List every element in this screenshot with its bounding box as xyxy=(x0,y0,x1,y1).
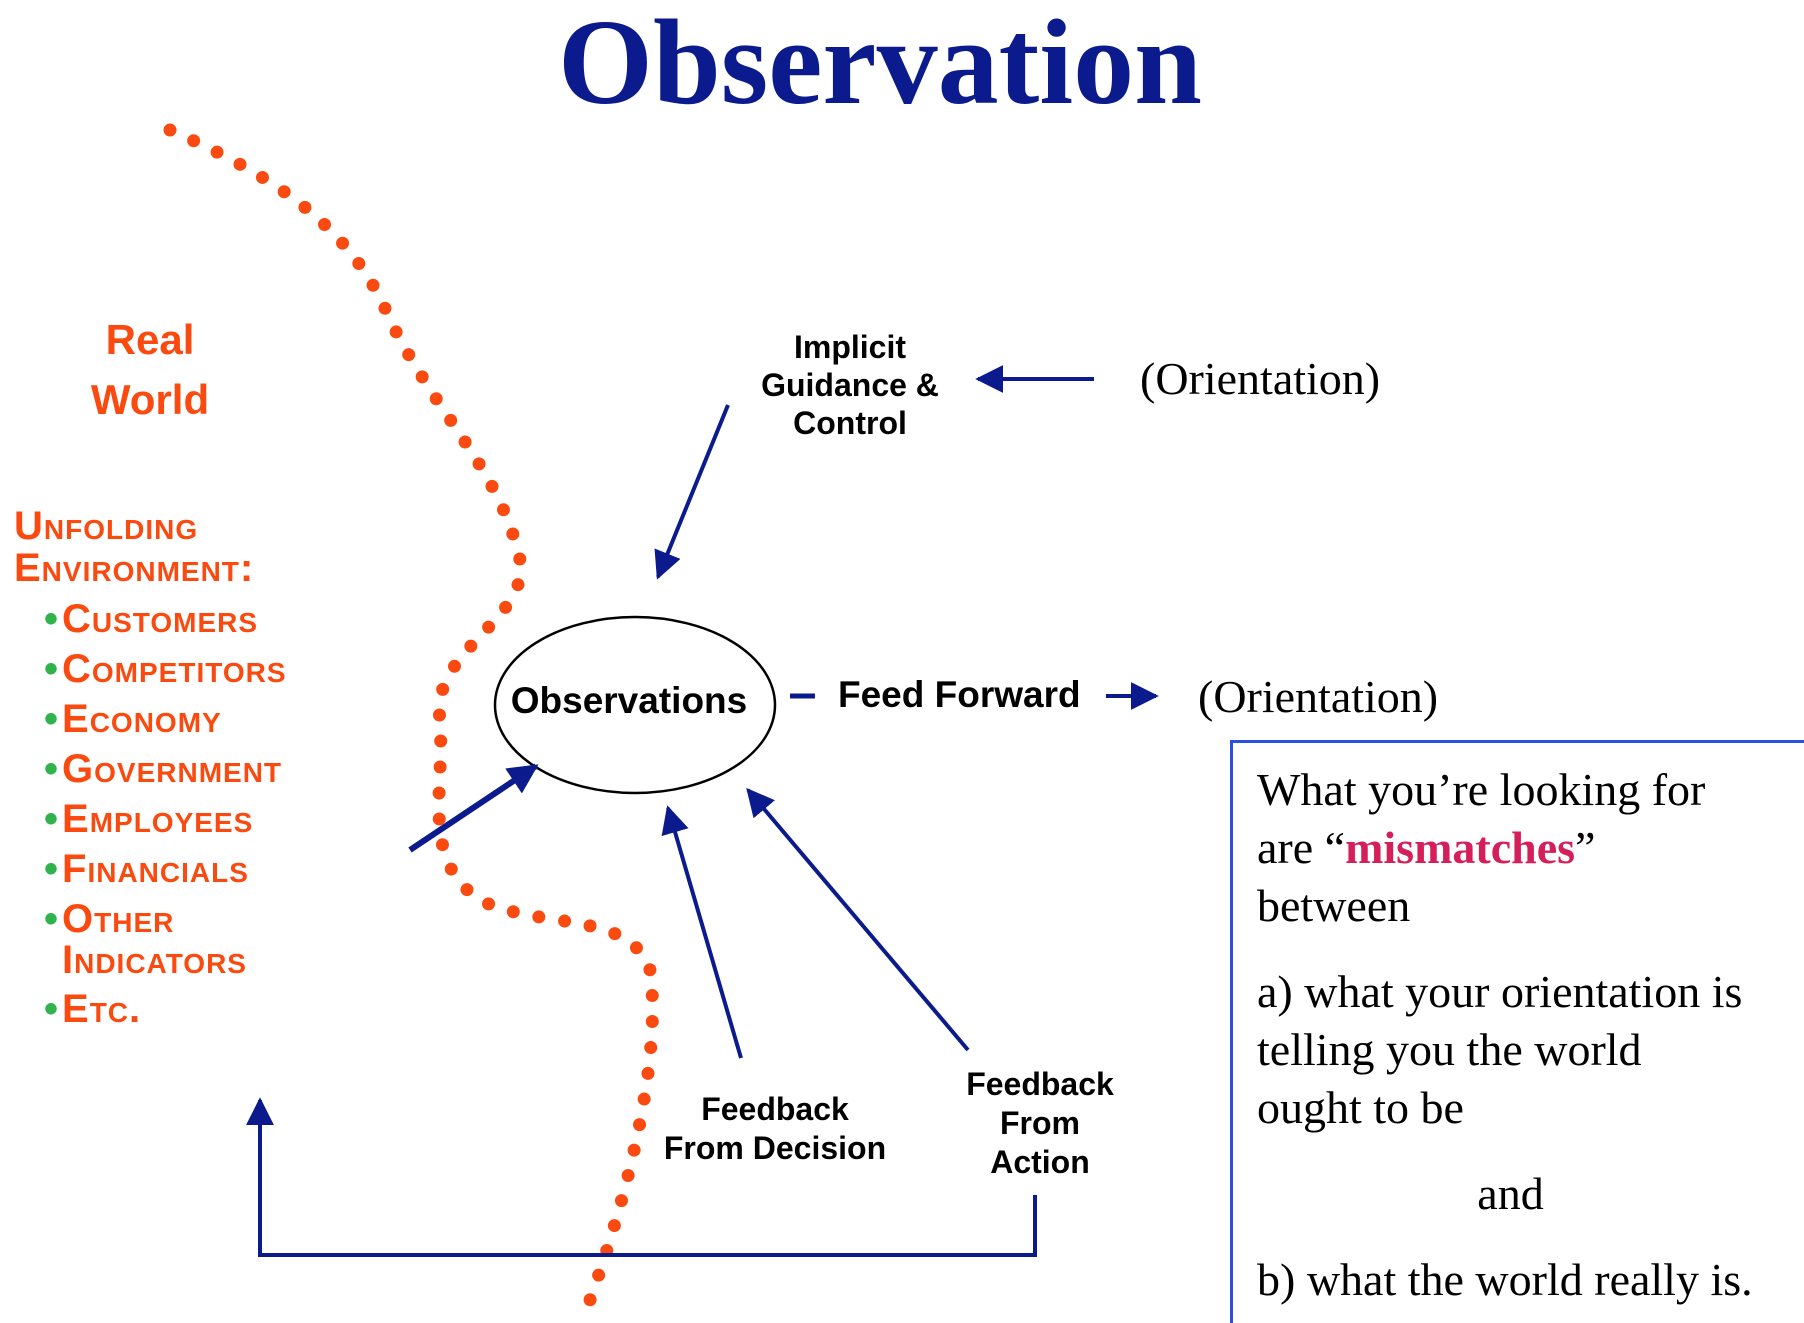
env-item-employees: •Employees xyxy=(44,797,254,841)
env-heading-line1: Unfolding xyxy=(14,504,199,548)
textbox-para-b: b) what the world really is. xyxy=(1257,1254,1753,1305)
env-item-indicators: Indicators xyxy=(62,938,247,982)
env-item-economy: •Economy xyxy=(44,697,222,741)
bullet-icon: • xyxy=(44,797,59,841)
env-heading-line2: Environment: xyxy=(14,546,255,590)
unfolding-environment-heading: Unfolding Environment: xyxy=(14,505,254,589)
implicit-guidance-arrow xyxy=(654,404,730,580)
env-item-financials: •Financials xyxy=(44,847,249,891)
real-world-line2: World xyxy=(90,376,210,423)
feedback-from-decision-label: Feedback From Decision xyxy=(663,1091,887,1166)
feedback-decision-arrow xyxy=(661,805,743,1059)
orientation-top-label: (Orientation) xyxy=(1140,353,1381,404)
real-world-boundary-dotted-line xyxy=(163,123,659,1307)
textbox-line1: What you’re looking for xyxy=(1257,764,1706,815)
env-item-other: •Other xyxy=(44,897,175,941)
orientation-right-label: (Orientation) xyxy=(1198,671,1439,722)
env-item-competitors: •Competitors xyxy=(44,647,287,691)
textbox-line2: are “mismatches” xyxy=(1257,822,1596,873)
real-world-to-observations-arrow xyxy=(408,763,539,853)
mismatch-explanation-box: What you’re looking for are “mismatches”… xyxy=(1230,740,1804,1323)
bullet-icon: • xyxy=(44,847,59,891)
feedback-action-arrow xyxy=(746,787,970,1052)
textbox-para-a-line3: ought to be xyxy=(1257,1082,1464,1133)
bullet-icon: • xyxy=(44,747,59,791)
implicit-guidance-label: Implicit Guidance & Control xyxy=(761,329,939,441)
observations-label: Observations xyxy=(510,680,748,721)
textbox-and: and xyxy=(1477,1168,1544,1219)
page-title: Observation xyxy=(558,0,1202,130)
bullet-icon: • xyxy=(44,697,59,741)
textbox-line3: between xyxy=(1257,880,1411,931)
textbox-para-a-line2: telling you the world xyxy=(1257,1024,1642,1075)
bullet-icon: • xyxy=(44,647,59,691)
bullet-icon: • xyxy=(44,987,59,1031)
bullet-icon: • xyxy=(44,897,59,941)
feed-forward-label: Feed Forward xyxy=(838,674,1081,715)
feedback-from-action-label: Feedback From Action xyxy=(966,1066,1114,1180)
mismatches-highlight: mismatches xyxy=(1345,822,1576,873)
textbox-para-a-line1: a) what your orientation is xyxy=(1257,966,1743,1017)
env-item-customers: •Customers xyxy=(44,597,259,641)
observations-ellipse xyxy=(493,615,777,795)
bullet-icon: • xyxy=(44,597,59,641)
real-world-label: Real World xyxy=(70,310,230,430)
env-item-government: •Government xyxy=(44,747,283,791)
real-world-line1: Real xyxy=(105,316,195,363)
env-item-etc: •Etc. xyxy=(44,987,142,1031)
action-loop-arrow xyxy=(246,1097,1037,1257)
